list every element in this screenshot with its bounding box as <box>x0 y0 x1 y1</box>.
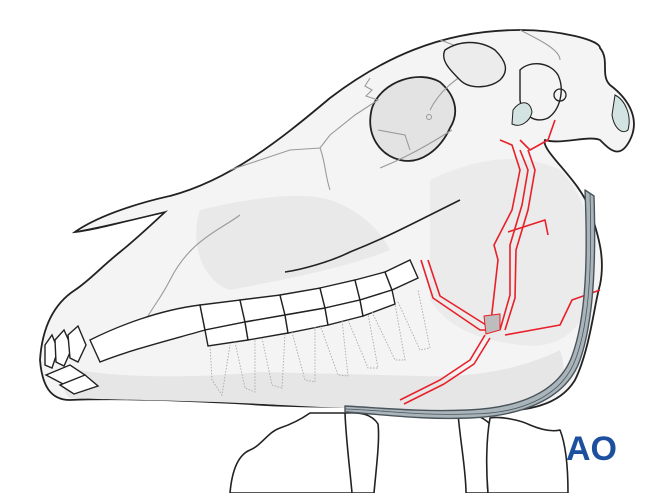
orbit <box>369 76 457 162</box>
bone-plate <box>344 189 596 420</box>
fracture-gap <box>483 313 501 335</box>
ao-logo: AO <box>566 430 617 468</box>
ao-logo-text: AO <box>566 430 617 468</box>
support-stands <box>229 411 569 493</box>
tooth-roots <box>209 289 431 397</box>
teeth <box>44 259 419 395</box>
